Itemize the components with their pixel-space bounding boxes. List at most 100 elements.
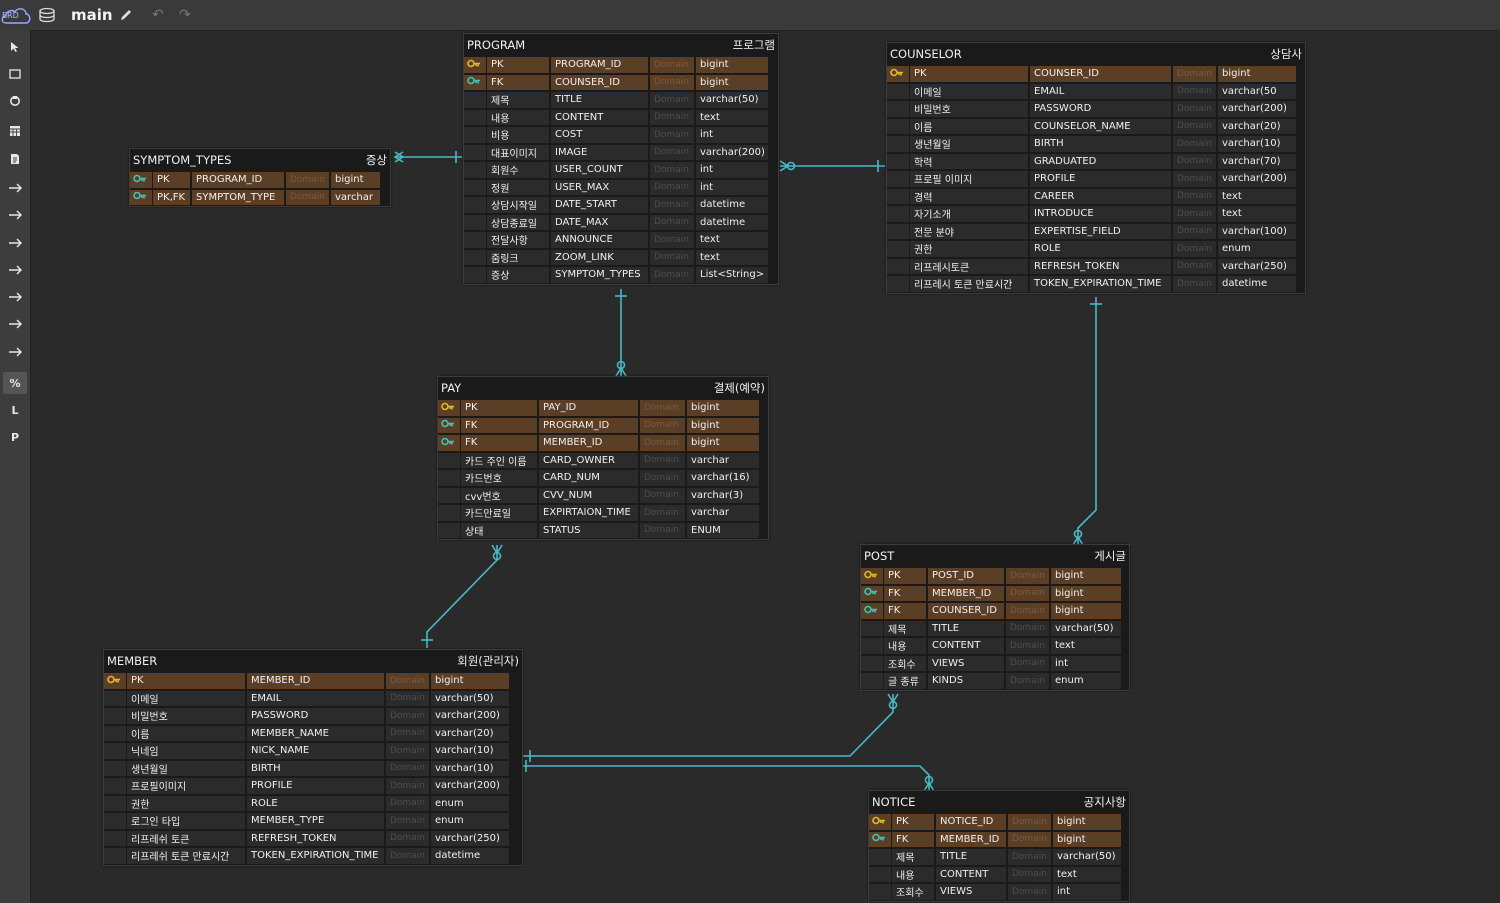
table-name[interactable]: PAY — [441, 381, 462, 395]
column-logical-name[interactable]: 자기소개 — [910, 206, 1028, 222]
column-logical-name[interactable]: 내용 — [884, 638, 926, 654]
column-domain[interactable]: Domain — [1173, 136, 1216, 152]
column-name[interactable]: PROGRAM_ID — [551, 57, 648, 73]
column-name[interactable]: EXPIRTAION_TIME — [539, 505, 638, 521]
column-datatype[interactable]: varchar(50) — [696, 92, 768, 108]
column-name[interactable]: ANNOUNCE — [551, 232, 648, 248]
column-logical-name[interactable]: 전문 분야 — [910, 223, 1028, 239]
column-datatype[interactable]: datetime — [696, 197, 768, 213]
column-datatype[interactable]: int — [1053, 884, 1121, 900]
table-name[interactable]: NOTICE — [872, 795, 916, 809]
column-domain[interactable]: Domain — [1006, 638, 1049, 654]
column-datatype[interactable]: int — [696, 127, 768, 143]
column-domain[interactable]: Domain — [1006, 603, 1049, 619]
column-name[interactable]: COST — [551, 127, 648, 143]
column-domain[interactable]: Domain — [386, 778, 429, 794]
column-datatype[interactable]: datetime — [1218, 276, 1296, 292]
column-name[interactable]: CVV_NUM — [539, 487, 638, 503]
column-datatype[interactable]: varchar(200) — [431, 778, 509, 794]
column-domain[interactable]: Domain — [650, 57, 694, 73]
column-name[interactable]: BIRTH — [247, 760, 384, 776]
column-datatype[interactable]: varchar(16) — [687, 470, 759, 486]
column-datatype[interactable]: enum — [1218, 241, 1296, 257]
column-name[interactable]: NOTICE_ID — [936, 814, 1006, 830]
column-logical-name[interactable]: PK — [884, 568, 926, 584]
column-name[interactable]: BIRTH — [1030, 136, 1171, 152]
column-datatype[interactable]: datetime — [696, 214, 768, 230]
column-domain[interactable]: Domain — [1173, 153, 1216, 169]
column-domain[interactable]: Domain — [1173, 118, 1216, 134]
column-domain[interactable]: Domain — [386, 813, 429, 829]
table-name[interactable]: PROGRAM — [467, 38, 526, 52]
column-datatype[interactable]: text — [696, 109, 768, 125]
column-logical-name[interactable]: 조회수 — [884, 655, 926, 671]
database-icon[interactable] — [38, 0, 56, 30]
column-domain[interactable]: Domain — [1173, 171, 1216, 187]
relation-one-tool[interactable] — [3, 341, 27, 363]
column-logical-name[interactable]: 리프레시토큰 — [910, 258, 1028, 274]
column-logical-name[interactable]: FK — [884, 603, 926, 619]
column-logical-name[interactable]: 닉네임 — [127, 743, 245, 759]
column-logical-name[interactable]: PK — [127, 673, 245, 689]
column-datatype[interactable]: bigint — [431, 673, 509, 689]
column-domain[interactable]: Domain — [650, 232, 694, 248]
column-name[interactable]: CONTENT — [936, 866, 1006, 882]
column-name[interactable]: CONTENT — [551, 109, 648, 125]
column-datatype[interactable]: varchar(50) — [431, 690, 509, 706]
column-datatype[interactable]: bigint — [1051, 568, 1121, 584]
column-name[interactable]: POST_ID — [928, 568, 1004, 584]
column-name[interactable]: USER_COUNT — [551, 162, 648, 178]
column-logical-name[interactable]: PK — [487, 57, 549, 73]
column-logical-name[interactable]: 학력 — [910, 153, 1028, 169]
column-name[interactable]: CARD_OWNER — [539, 452, 638, 468]
column-name[interactable]: REFRESH_TOKEN — [247, 830, 384, 846]
column-domain[interactable]: Domain — [1173, 188, 1216, 204]
column-logical-name[interactable]: 리프레쉬 토큰 만료시간 — [127, 848, 245, 864]
table-comment[interactable]: 게시글 — [1094, 549, 1126, 563]
relation-zero-n-tool[interactable] — [3, 204, 27, 226]
column-datatype[interactable]: varchar(10) — [1218, 136, 1296, 152]
relation-zero-one-n-tool[interactable] — [3, 177, 27, 199]
table-tool[interactable] — [3, 120, 27, 142]
column-domain[interactable]: Domain — [640, 470, 685, 486]
column-domain[interactable]: Domain — [1008, 831, 1051, 847]
column-datatype[interactable]: bigint — [1053, 831, 1121, 847]
column-name[interactable]: PROGRAM_ID — [192, 172, 284, 188]
column-name[interactable]: ZOOM_LINK — [551, 249, 648, 265]
column-name[interactable]: MEMBER_ID — [928, 585, 1004, 601]
column-logical-name[interactable]: cvv번호 — [461, 487, 537, 503]
column-logical-name[interactable]: 로그인 타입 — [127, 813, 245, 829]
column-name[interactable]: SYMPTOM_TYPE — [192, 189, 284, 205]
marquee-tool[interactable] — [3, 63, 27, 85]
relation-zero-one-tool[interactable] — [3, 232, 27, 254]
column-domain[interactable]: Domain — [650, 92, 694, 108]
column-datatype[interactable]: bigint — [331, 172, 380, 188]
column-logical-name[interactable]: 프로필 이미지 — [910, 171, 1028, 187]
column-logical-name[interactable]: FK — [461, 435, 537, 451]
column-logical-name[interactable]: 상담종료일 — [487, 214, 549, 230]
column-domain[interactable]: Domain — [650, 267, 694, 283]
column-datatype[interactable]: bigint — [1051, 585, 1121, 601]
column-datatype[interactable]: bigint — [1218, 66, 1296, 82]
column-datatype[interactable]: datetime — [431, 848, 509, 864]
column-name[interactable]: IMAGE — [551, 144, 648, 160]
column-datatype[interactable]: text — [1218, 206, 1296, 222]
